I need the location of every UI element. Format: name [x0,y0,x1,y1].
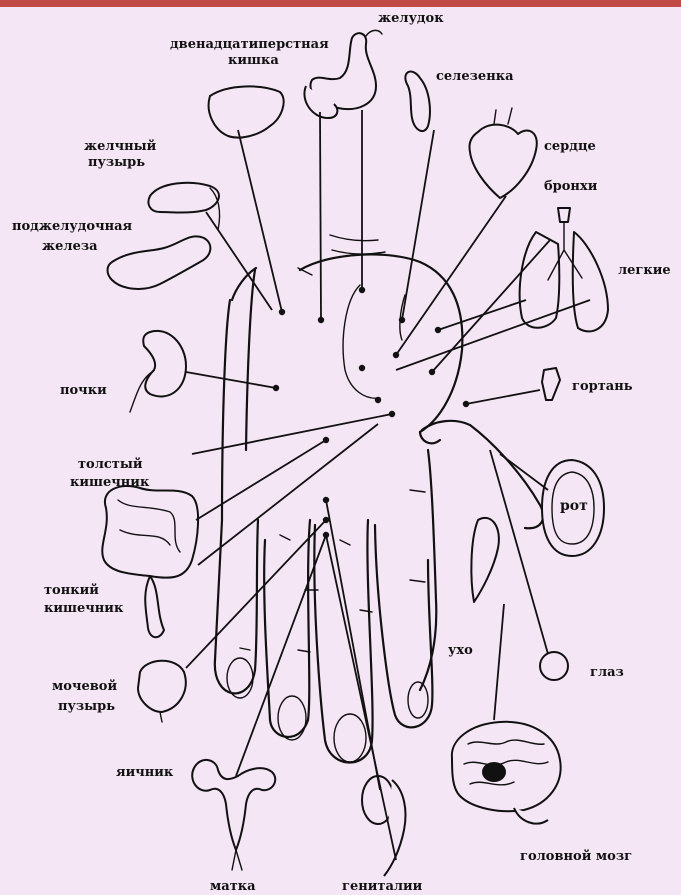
label-eye: глаз [590,665,624,680]
ear-drawing [471,518,499,602]
label-pancreas-line2: железа [42,239,98,254]
label-bladder-line1: мочевой [52,679,117,694]
label-gallbladder-line2: пузырь [88,155,145,170]
label-mouth: рот [560,498,588,514]
label-large-intestine-line2: кишечник [70,475,150,490]
label-heart: сердце [544,139,596,154]
spleen-drawing [405,72,430,131]
label-kidneys: почки [60,383,107,398]
small-intestine-drawing [145,576,164,637]
pancreas-drawing [108,236,211,289]
label-ovary: яичник [116,765,174,780]
label-lungs: легкие [618,263,671,278]
genitals-drawing [362,776,406,876]
label-duodenum-line2: кишка [228,53,279,68]
brain-drawing [452,722,561,824]
label-uterus: матка [210,879,256,894]
label-small-intestine-line2: кишечник [44,601,124,616]
heart-drawing [469,125,536,198]
label-stomach: желудок [378,11,444,26]
large-intestine-drawing [102,486,198,578]
label-small-intestine-line1: тонкий [44,583,99,598]
label-bladder-line2: пузырь [58,699,115,714]
bladder-drawing [138,661,186,712]
label-larynx: гортань [572,379,633,394]
label-brain: головной мозг [520,849,632,864]
liver-drawing [209,86,284,137]
eye-drawing [540,652,568,680]
label-pancreas-line1: поджелудочная [12,219,133,234]
kidney-drawing [143,331,186,397]
gallbladder-drawing [148,183,218,213]
larynx-drawing [542,368,560,400]
label-ear: ухо [448,643,473,658]
bronchi-drawing [558,208,570,222]
uterus-drawing [192,760,275,870]
label-gallbladder-line1: желчный [84,139,157,154]
label-spleen: селезенка [436,69,514,84]
label-large-intestine-line1: толстый [78,457,143,472]
label-duodenum-line1: двенадцатиперстная [170,37,329,52]
label-genitals: гениталии [342,879,423,894]
hand-outline [215,235,543,763]
label-bronchi: бронхи [544,179,598,194]
